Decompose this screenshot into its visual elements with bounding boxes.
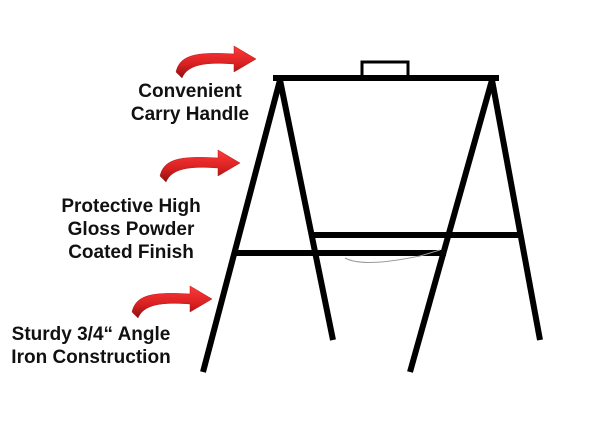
callout-line: Sturdy 3/4“ Angle [11,324,171,345]
front-right-leg [277,79,336,341]
callout-line: Carry Handle [130,104,250,125]
callout-line: Iron Construction [11,347,171,368]
back-right-leg [489,79,543,341]
carry-handle [360,60,410,79]
red-arrow-icon [159,149,241,183]
callout-line: Protective High [61,196,201,217]
callout-line: Convenient [138,81,242,102]
callout-powder-finish: Protective High Gloss Powder Coated Fini… [48,195,214,264]
red-arrow-icon [131,285,213,319]
front-left-leg [200,79,283,373]
callout-line: Coated Finish [68,242,194,263]
red-arrow-icon [175,45,257,79]
back-left-leg [407,79,495,373]
callout-carry-handle: Convenient Carry Handle [110,80,270,126]
callout-angle-iron: Sturdy 3/4“ Angle Iron Construction [0,323,182,369]
sketch-mark [344,249,441,263]
callout-line: Gloss Powder [67,219,195,240]
